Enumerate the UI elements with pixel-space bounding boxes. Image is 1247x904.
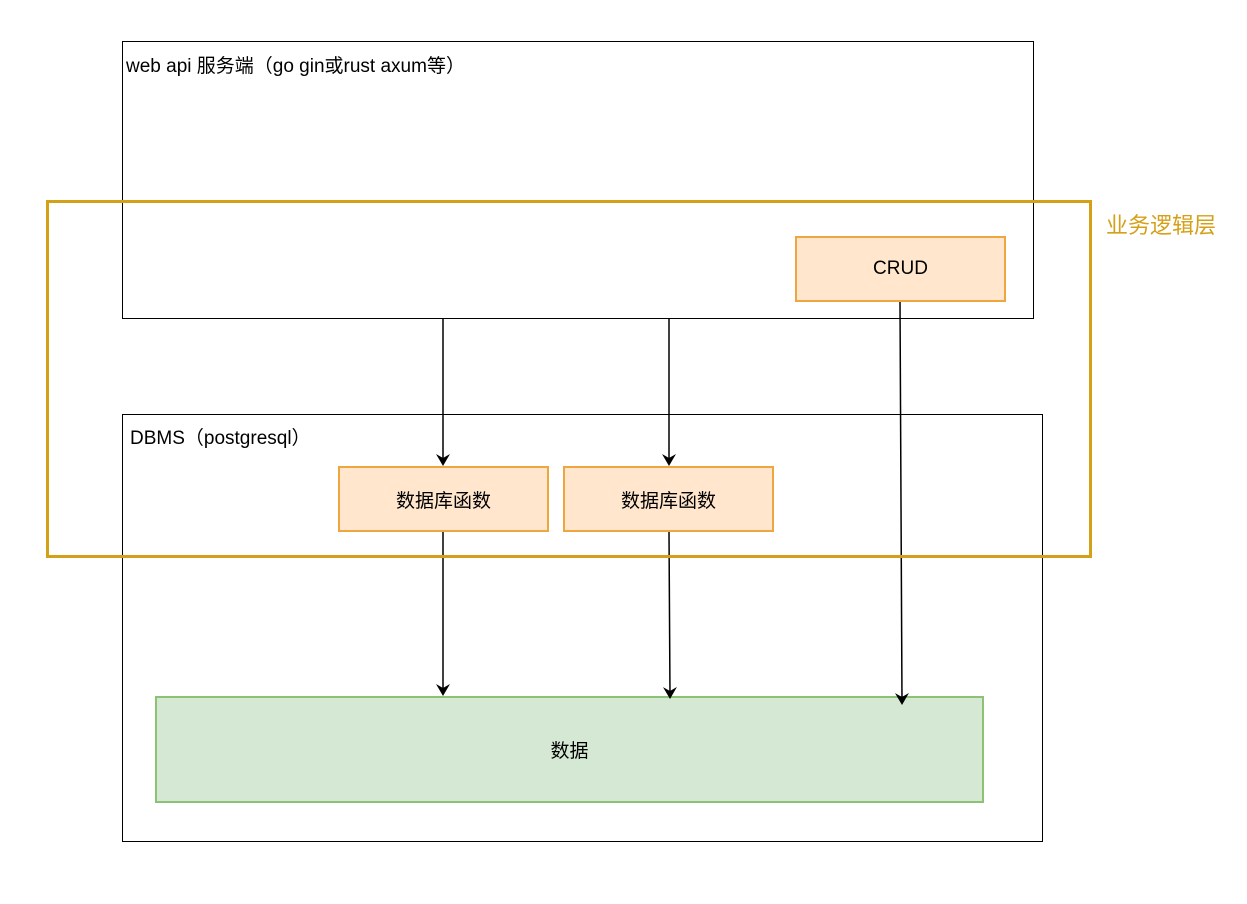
dbms-container[interactable]: DBMS（postgresql） xyxy=(122,414,1043,842)
db-function-node-2[interactable]: 数据库函数 xyxy=(563,466,774,532)
business-logic-layer-frame[interactable] xyxy=(46,200,1092,558)
web-api-server-label: web api 服务端（go gin或rust axum等） xyxy=(126,56,465,77)
data-node-label: 数据 xyxy=(550,741,589,762)
web-api-server-container[interactable]: web api 服务端（go gin或rust axum等） xyxy=(122,41,1034,319)
db-function-node-1-label: 数据库函数 xyxy=(395,490,491,512)
dbms-label: DBMS（postgresql） xyxy=(130,428,311,449)
crud-node[interactable]: CRUD xyxy=(795,236,1006,302)
db-function-node-1[interactable]: 数据库函数 xyxy=(338,466,549,532)
data-node[interactable]: 数据 xyxy=(155,696,984,803)
crud-node-label: CRUD xyxy=(873,258,928,279)
business-logic-layer-label: 业务逻辑层 xyxy=(1106,213,1217,238)
db-function-node-2-label: 数据库函数 xyxy=(620,490,716,512)
